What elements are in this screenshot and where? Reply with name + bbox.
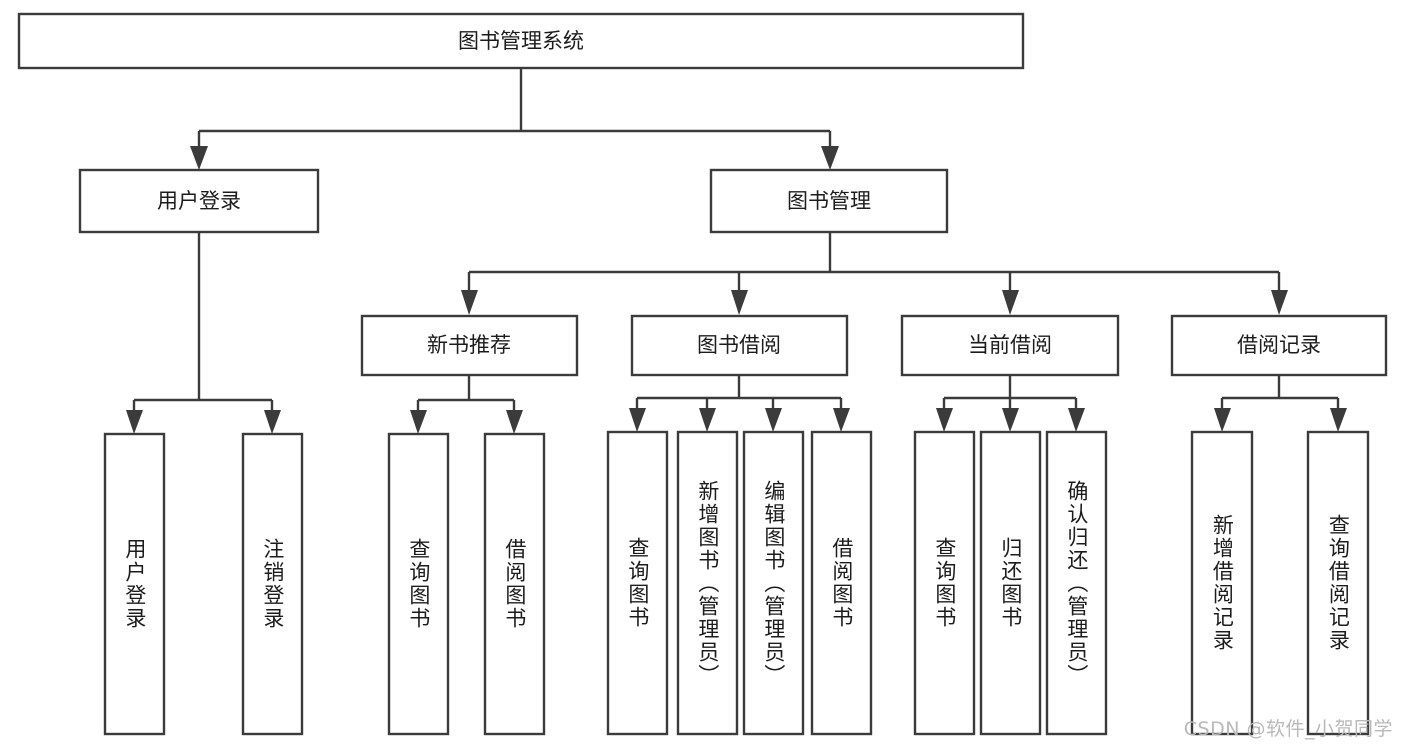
arrowhead-leaf-current-borrow-2 <box>1068 408 1085 432</box>
node-book-manage-box[interactable] <box>709 168 949 234</box>
node-book-manage[interactable]: 图书管理 <box>709 168 949 234</box>
leaf-box-book-borrow-1[interactable] <box>676 430 739 736</box>
arrowhead-leaf-new-book-0 <box>410 410 427 434</box>
node-current-borrow[interactable]: 当前借阅 <box>900 314 1120 377</box>
node-book-borrow-box[interactable] <box>630 314 849 377</box>
node-borrow-record[interactable]: 借阅记录 <box>1170 314 1388 377</box>
leaf-box-current-borrow-1[interactable] <box>979 430 1042 736</box>
leaf-box-borrow-record-1[interactable] <box>1306 430 1370 736</box>
connector-group-current-borrow <box>936 375 1085 432</box>
node-book-borrow-label: 图书借阅 <box>697 333 781 357</box>
arrowhead-new-book-recommend <box>461 290 478 315</box>
arrowhead-book-manage <box>821 146 839 170</box>
arrowhead-leaf-book-borrow-0 <box>629 408 646 432</box>
arrowhead-leaf-user-login-1 <box>264 410 281 434</box>
leaf-box-current-borrow-2[interactable] <box>1045 430 1108 736</box>
node-user-login-label: 用户登录 <box>157 189 241 213</box>
arrowhead-current-borrow <box>1002 290 1019 315</box>
node-book-manage-label: 图书管理 <box>787 189 871 213</box>
arrowhead-leaf-book-borrow-2 <box>765 408 782 432</box>
leaf-box-current-borrow-0[interactable] <box>913 430 976 736</box>
node-new-book-recommend[interactable]: 新书推荐 <box>360 314 579 377</box>
node-root[interactable]: 图书管理系统 <box>17 12 1025 70</box>
node-current-borrow-box[interactable] <box>900 314 1120 377</box>
connector-group-user-login <box>126 232 281 434</box>
arrowhead-leaf-user-login-0 <box>126 410 143 434</box>
arrowhead-leaf-book-borrow-1 <box>699 408 716 432</box>
node-borrow-record-label: 借阅记录 <box>1237 333 1321 357</box>
connector-group-book-borrow <box>629 375 850 432</box>
node-new-book-recommend-label: 新书推荐 <box>427 333 511 357</box>
node-book-borrow[interactable]: 图书借阅 <box>630 314 849 377</box>
leaf-box-new-book-1[interactable] <box>483 432 546 736</box>
node-root-box[interactable] <box>17 12 1025 70</box>
node-new-book-recommend-box[interactable] <box>360 314 579 377</box>
arrowhead-leaf-new-book-1 <box>506 410 523 434</box>
node-root-label: 图书管理系统 <box>458 29 584 53</box>
connector-group-root <box>190 68 839 170</box>
arrowhead-leaf-current-borrow-1 <box>1002 408 1019 432</box>
leaf-box-new-book-0[interactable] <box>387 432 450 736</box>
csdn-watermark: CSDN @软件_小贺同学 <box>1183 718 1393 740</box>
arrowhead-book-borrow <box>731 290 748 315</box>
arrowhead-leaf-book-borrow-3 <box>833 408 850 432</box>
leaf-box-book-borrow-2[interactable] <box>742 430 805 736</box>
connector-group-book-manage <box>461 232 1288 315</box>
leaf-box-user-login-1[interactable] <box>241 432 304 736</box>
leaf-box-book-borrow-0[interactable] <box>606 430 669 736</box>
connector-group-borrow-record <box>1214 375 1347 432</box>
arrowhead-borrow-record <box>1271 290 1288 315</box>
node-borrow-record-box[interactable] <box>1170 314 1388 377</box>
connector-group-new-book-recommend <box>410 375 523 434</box>
leaf-box-book-borrow-3[interactable] <box>810 430 873 736</box>
arrowhead-user-login <box>190 146 208 170</box>
arrowhead-leaf-borrow-record-0 <box>1214 408 1231 432</box>
leaf-box-borrow-record-0[interactable] <box>1190 430 1254 736</box>
arrowhead-leaf-borrow-record-1 <box>1330 408 1347 432</box>
leaf-box-user-login-0[interactable] <box>103 432 166 736</box>
node-user-login-box[interactable] <box>78 168 320 234</box>
arrowhead-leaf-current-borrow-0 <box>936 408 953 432</box>
node-current-borrow-label: 当前借阅 <box>968 333 1052 357</box>
node-user-login[interactable]: 用户登录 <box>78 168 320 234</box>
